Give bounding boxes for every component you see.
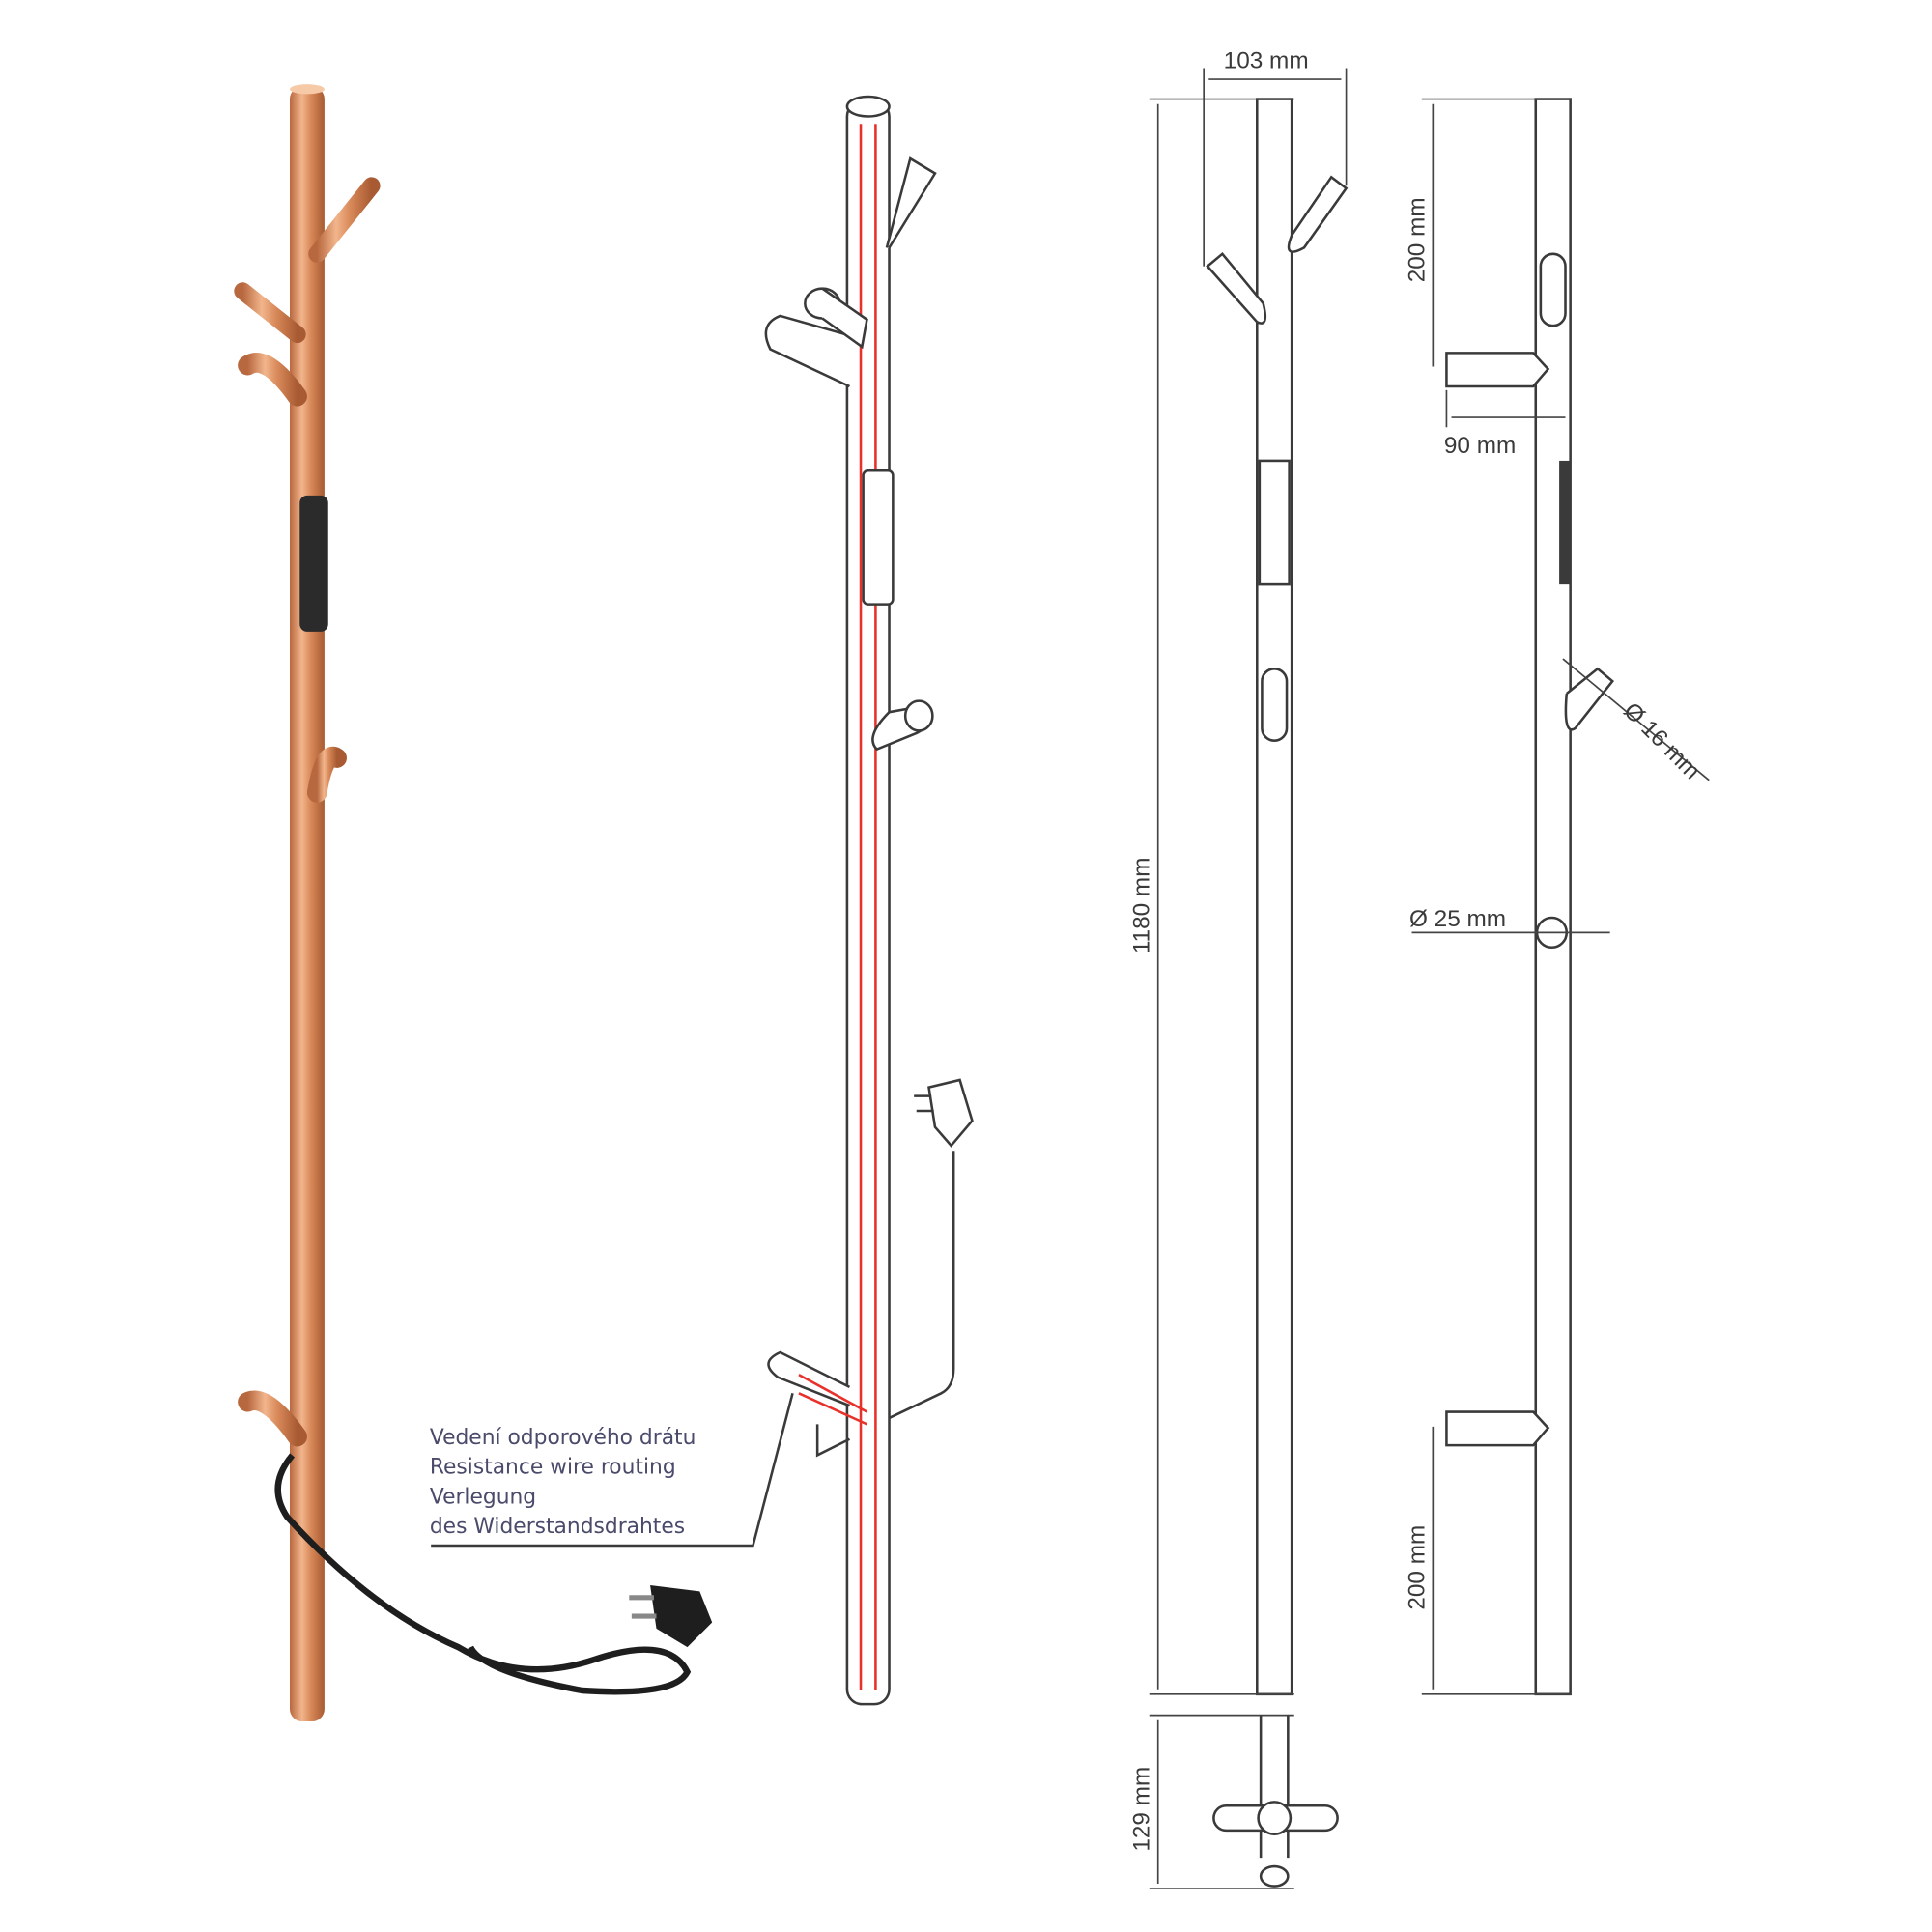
wire-routing-schematic: Vedení odporového drátu Resistance wire …: [430, 95, 974, 1706]
power-cable: [274, 1453, 692, 1695]
annotation-line-de-1: Verlegung: [430, 1485, 536, 1509]
copper-rail-render: [234, 84, 713, 1722]
top-view: 129 mm: [1129, 1714, 1339, 1889]
control-unit: [862, 469, 895, 606]
side-view: 200 mm 90 mm Ø 16 mm Ø 25 mm 200 mm: [1404, 98, 1710, 1696]
dim-tube-diameter: Ø 25 mm: [1409, 906, 1506, 932]
dim-height-total: 1180 mm: [1129, 858, 1155, 954]
dim-depth: 129 mm: [1129, 1767, 1155, 1852]
control-unit: [1258, 459, 1291, 586]
dim-width-top: 103 mm: [1224, 48, 1309, 74]
dim-hook-diameter: Ø 16 mm: [1618, 697, 1705, 784]
plug-icon: [914, 1078, 974, 1148]
power-cable: [888, 1151, 955, 1420]
annotation-line-de-2: des Widerstandsdrahtes: [430, 1515, 685, 1539]
control-unit: [299, 495, 328, 632]
dim-hook-spacing-bottom: 200 mm: [1404, 1525, 1430, 1610]
dim-hook-spacing-top: 200 mm: [1404, 197, 1430, 282]
annotation-line-cz: Vedení odporového drátu: [430, 1426, 696, 1450]
annotation-line-en: Resistance wire routing: [430, 1456, 676, 1480]
front-view: 1180 mm 103 mm 129 mm: [1129, 48, 1349, 1889]
dim-hook-length: 90 mm: [1444, 433, 1516, 459]
plug-icon: [629, 1585, 713, 1648]
annotation-leader: [431, 1392, 794, 1548]
